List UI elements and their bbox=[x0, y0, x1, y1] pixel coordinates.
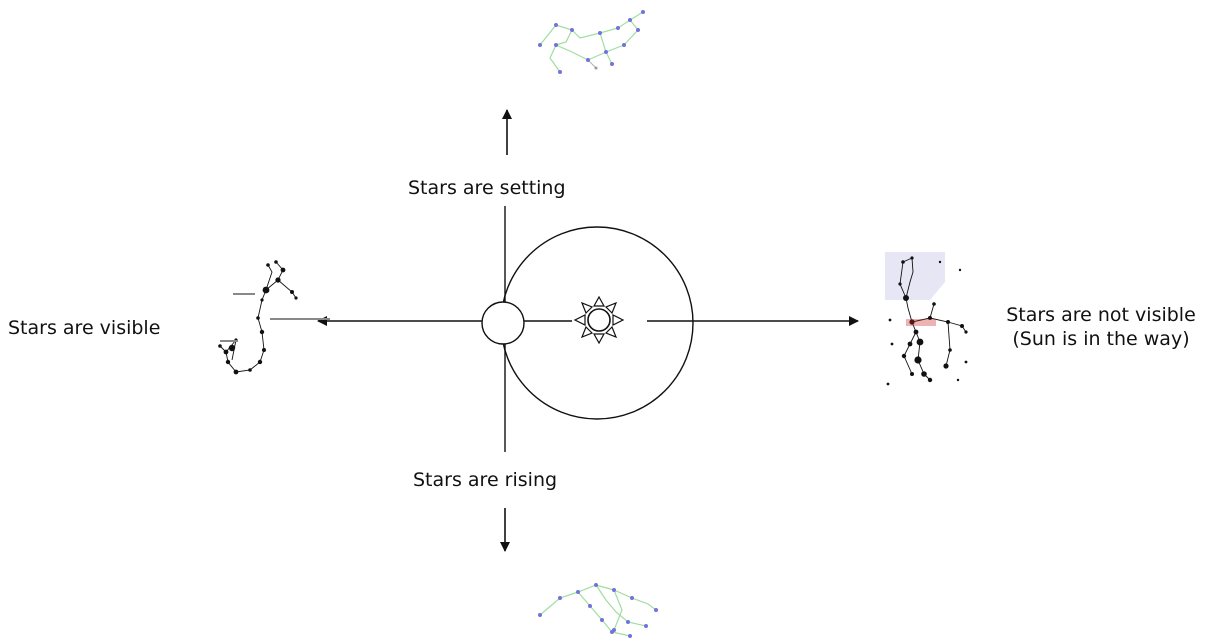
constellation-top-image bbox=[538, 10, 645, 74]
stars-not-visible-line1: Stars are not visible bbox=[1006, 304, 1196, 326]
earth bbox=[481, 301, 525, 345]
stars-visible-label: Stars are visible bbox=[8, 317, 161, 339]
constellation-bottom-image bbox=[538, 583, 658, 638]
stars-not-visible-line2: (Sun is in the way) bbox=[1012, 328, 1190, 350]
sun-icon bbox=[573, 295, 625, 345]
constellation-right-image: ​ bbox=[885, 252, 968, 386]
stars-setting-label: Stars are setting bbox=[408, 177, 566, 199]
stars-not-visible-label: Stars are not visible (Sun is in the way… bbox=[985, 303, 1217, 351]
stars-rising-label: Stars are rising bbox=[413, 469, 558, 491]
constellation-left-image bbox=[218, 260, 330, 375]
